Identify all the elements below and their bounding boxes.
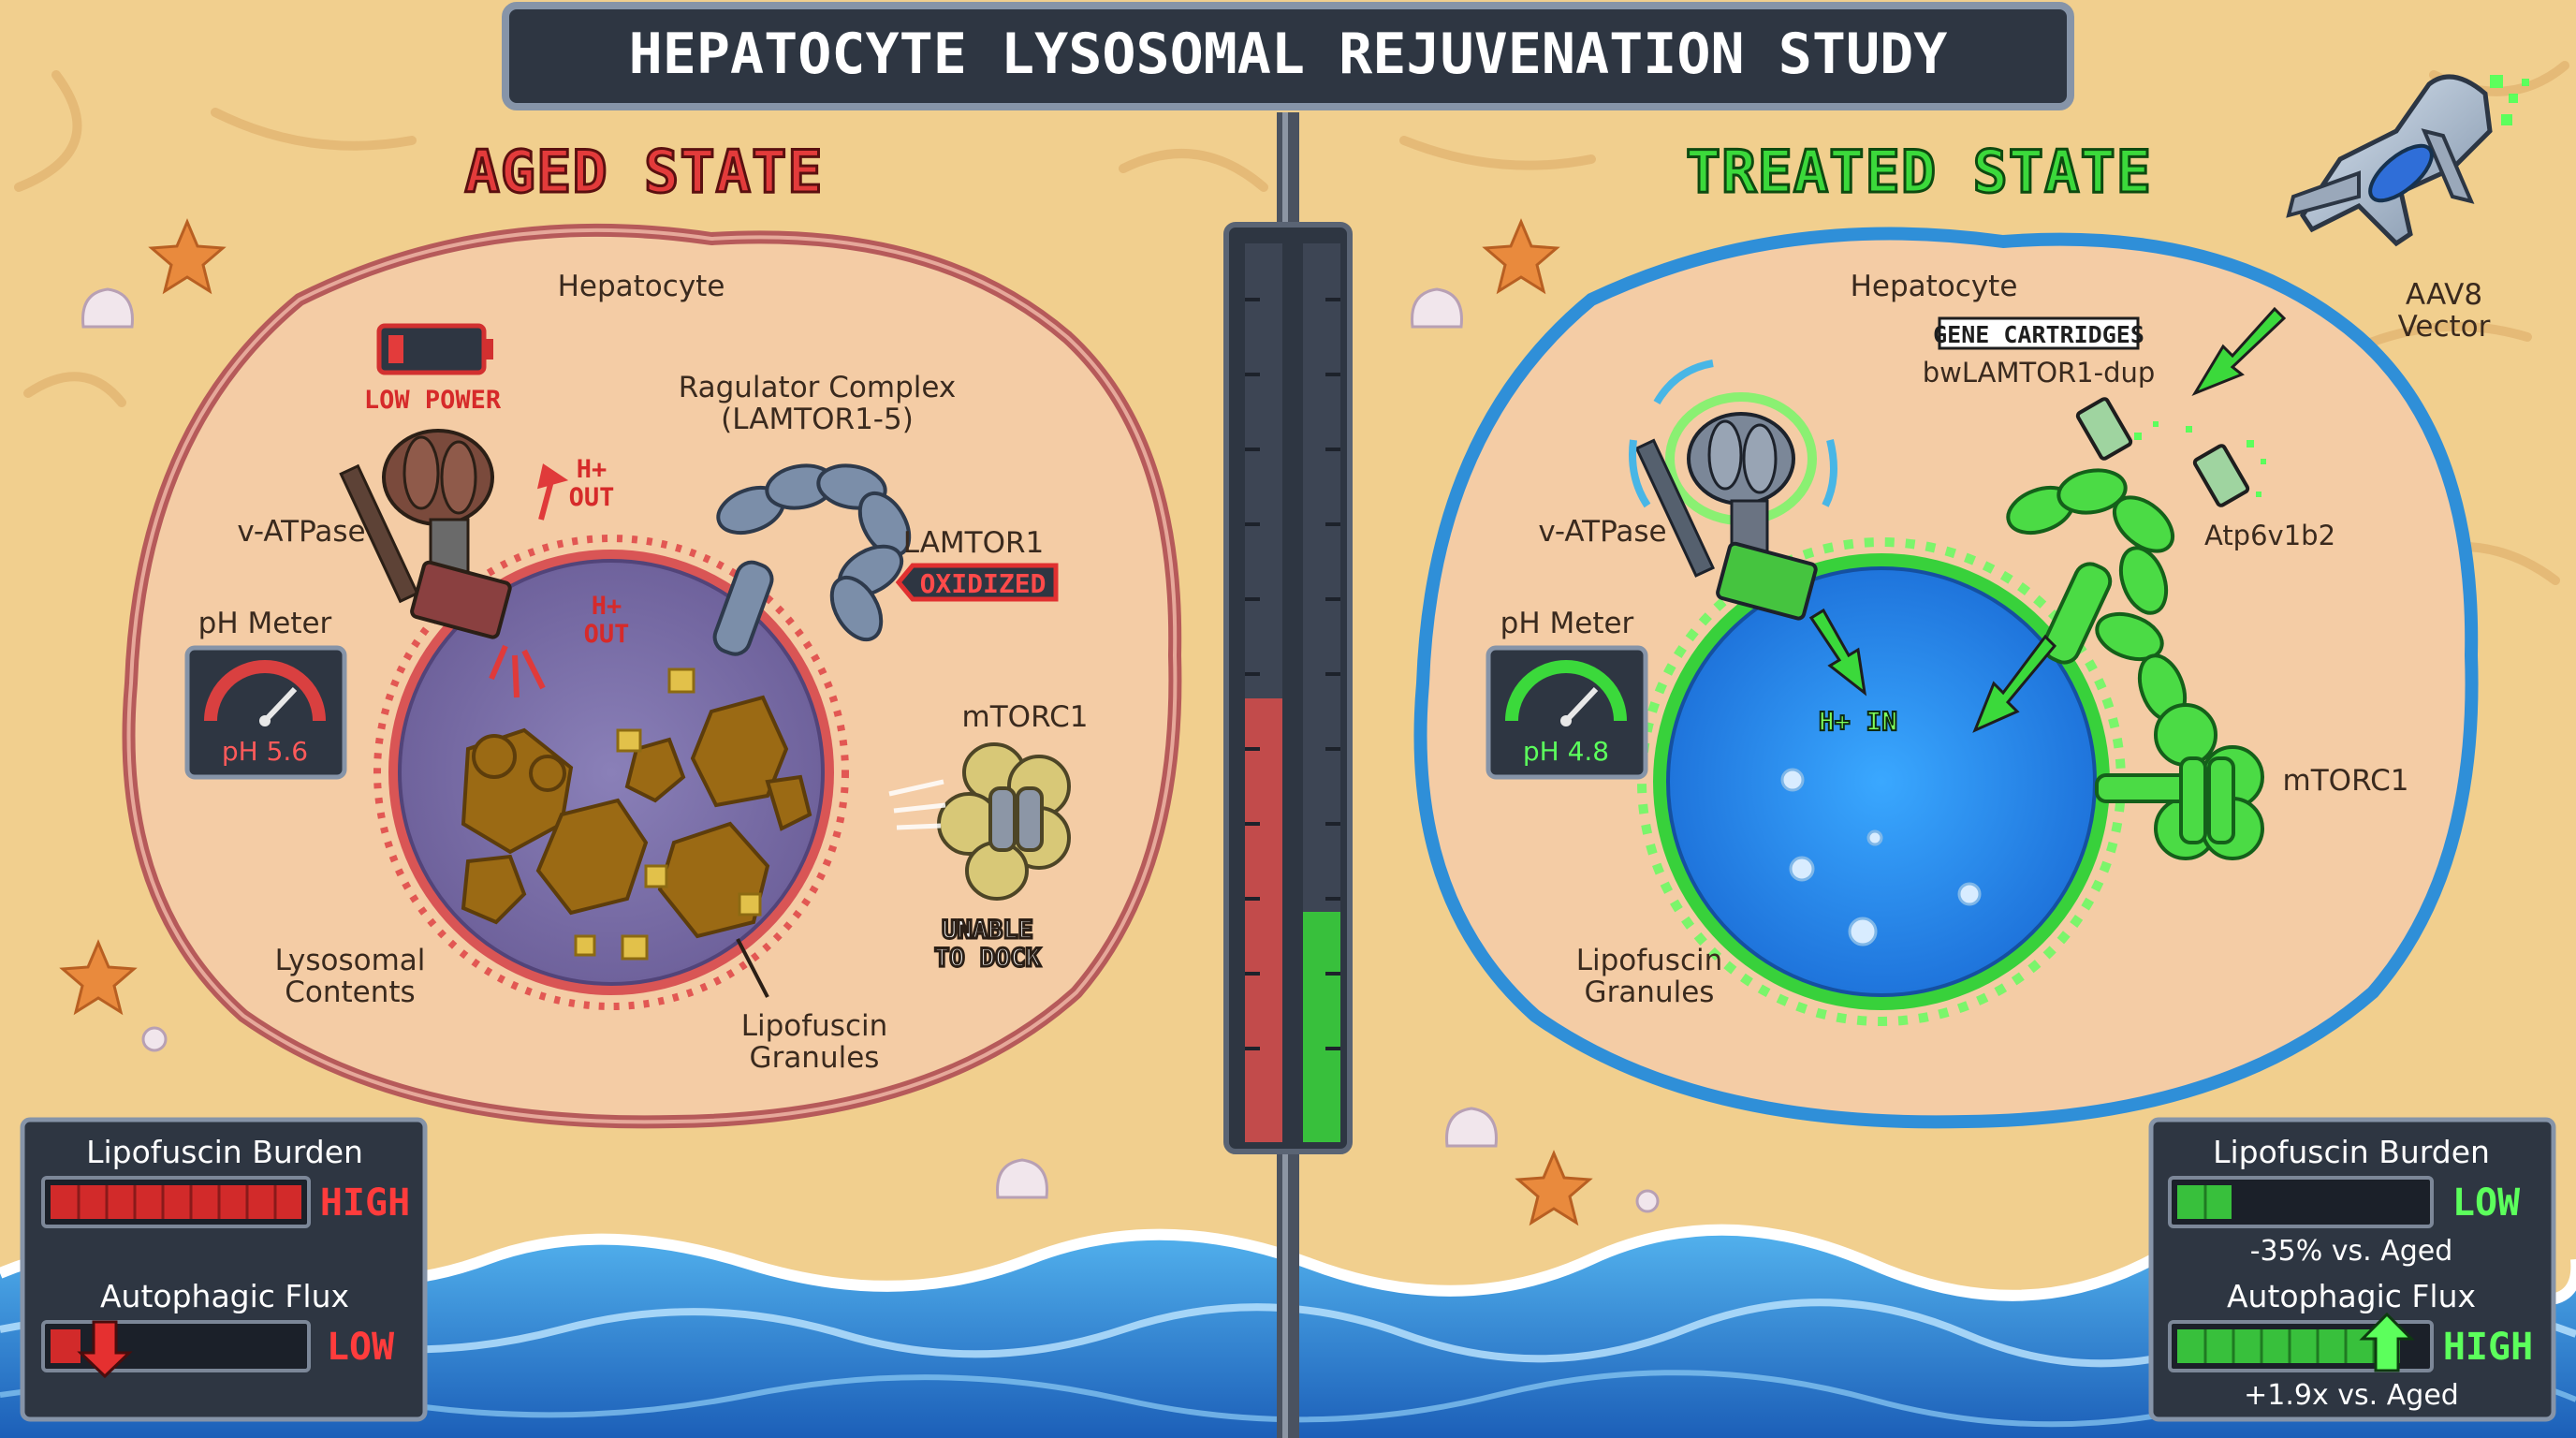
aged-heading: AGED STATE bbox=[464, 138, 823, 206]
aged-cell-label: Hepatocyte bbox=[558, 270, 725, 303]
aged-burden-value: HIGH bbox=[320, 1181, 410, 1225]
comparison-gauge bbox=[1223, 222, 1353, 1154]
aged-gauge-fill bbox=[1245, 698, 1282, 1142]
treated-flux-value: HIGH bbox=[2443, 1326, 2533, 1369]
proton-in-arrows bbox=[1808, 608, 1867, 697]
spaceship-icon bbox=[2286, 74, 2529, 247]
aged-flux-value: LOW bbox=[327, 1326, 395, 1369]
lipofuscin-specks bbox=[574, 668, 762, 961]
battery-low-icon bbox=[376, 323, 493, 375]
h-out-lower: H+OUT bbox=[584, 592, 630, 649]
lipofuscin-pointer bbox=[736, 938, 769, 998]
page-title: HEPATOCYTE LYSOSOMAL REJUVENATION STUDY bbox=[629, 22, 1948, 87]
h-in-label: H+ IN bbox=[1819, 706, 1897, 737]
oxidized-label: OXIDIZED bbox=[920, 568, 1046, 599]
aged-vatpase-label: v-ATPase bbox=[237, 515, 365, 549]
gauge-icon bbox=[1505, 660, 1627, 726]
atp6v1b2-label: Atp6v1b2 bbox=[2204, 520, 2335, 551]
treated-ph-value: pH 4.8 bbox=[1523, 736, 1609, 767]
motion-lines bbox=[888, 779, 946, 830]
arrow-down-icon bbox=[77, 1320, 133, 1379]
starfish-icon bbox=[59, 218, 1593, 1226]
bwlamtor-label: bwLAMTOR1-dup bbox=[1923, 357, 2156, 389]
aged-flux-label: Autophagic Flux bbox=[100, 1278, 349, 1314]
ragulator-pointer-arrow bbox=[1972, 634, 2057, 733]
lipofuscin-granules bbox=[461, 695, 812, 939]
treated-mtorc1-label: mTORC1 bbox=[2283, 764, 2409, 798]
treated-ragulator bbox=[2006, 468, 2188, 723]
h-out-upper: H+OUT bbox=[569, 455, 615, 512]
treated-gauge-fill bbox=[1303, 912, 1340, 1142]
oxidized-tag: OXIDIZED bbox=[895, 563, 1059, 602]
arrow-up-icon bbox=[2359, 1312, 2415, 1372]
title-banner: HEPATOCYTE LYSOSOMAL REJUVENATION STUDY bbox=[502, 2, 2074, 110]
aged-flux-bar bbox=[51, 1329, 80, 1363]
aged-vatpase bbox=[339, 429, 512, 639]
gene-cartridges bbox=[2075, 397, 2266, 507]
aged-lamtor1-label: LAMTOR1 bbox=[903, 526, 1045, 560]
aged-mtorc1-label: mTORC1 bbox=[962, 700, 1089, 734]
treated-cell-label: Hepatocyte bbox=[1851, 270, 2018, 303]
treated-ph-meter-label: pH Meter bbox=[1500, 607, 1634, 640]
aged-burden-label: Lipofuscin Burden bbox=[86, 1134, 363, 1170]
aged-ragulator-label: Ragulator Complex(LAMTOR1-5) bbox=[679, 371, 956, 436]
svg-text:Ragulator Complex(LAMTOR1-5): Ragulator Complex(LAMTOR1-5) bbox=[679, 371, 956, 436]
treated-heading: TREATED STATE bbox=[1686, 138, 2152, 206]
low-power-label: LOW POWER bbox=[364, 386, 502, 415]
rotation-arrows bbox=[1629, 360, 1837, 508]
aged-ragulator bbox=[712, 463, 912, 656]
seashell-icon bbox=[81, 287, 1660, 1213]
treated-burden-label: Lipofuscin Burden bbox=[2213, 1134, 2490, 1170]
gene-cartridges-tag: GENE CARTRIDGES bbox=[1933, 316, 2144, 350]
gene-cartridges-label: GENE CARTRIDGES bbox=[1933, 321, 2144, 348]
aged-hud: Lipofuscin Burden HIGH Autophagic Flux L… bbox=[20, 1117, 428, 1422]
treated-hud: Lipofuscin Burden LOW -35% vs. Aged Auto… bbox=[2148, 1117, 2556, 1422]
treated-flux-note: +1.9x vs. Aged bbox=[2244, 1379, 2459, 1412]
treated-flux-label: Autophagic Flux bbox=[2227, 1278, 2476, 1314]
gauge-icon bbox=[204, 660, 326, 726]
proton-leak-arrows bbox=[489, 463, 569, 698]
treated-vatpase bbox=[1634, 392, 1818, 621]
aged-burden-bar bbox=[51, 1185, 301, 1219]
aged-ph-meter-label: pH Meter bbox=[198, 607, 332, 640]
treated-vatpase-label: v-ATPase bbox=[1538, 515, 1666, 549]
treated-ph-meter: pH 4.8 bbox=[1486, 645, 1648, 780]
vector-delivery-arrow bbox=[2191, 306, 2287, 397]
treated-mtorc1 bbox=[2095, 703, 2264, 860]
aged-ph-meter: pH 5.6 bbox=[184, 645, 347, 780]
treated-burden-note: -35% vs. Aged bbox=[2250, 1235, 2453, 1268]
aged-ph-value: pH 5.6 bbox=[222, 736, 308, 767]
treated-burden-value: LOW bbox=[2452, 1181, 2521, 1225]
